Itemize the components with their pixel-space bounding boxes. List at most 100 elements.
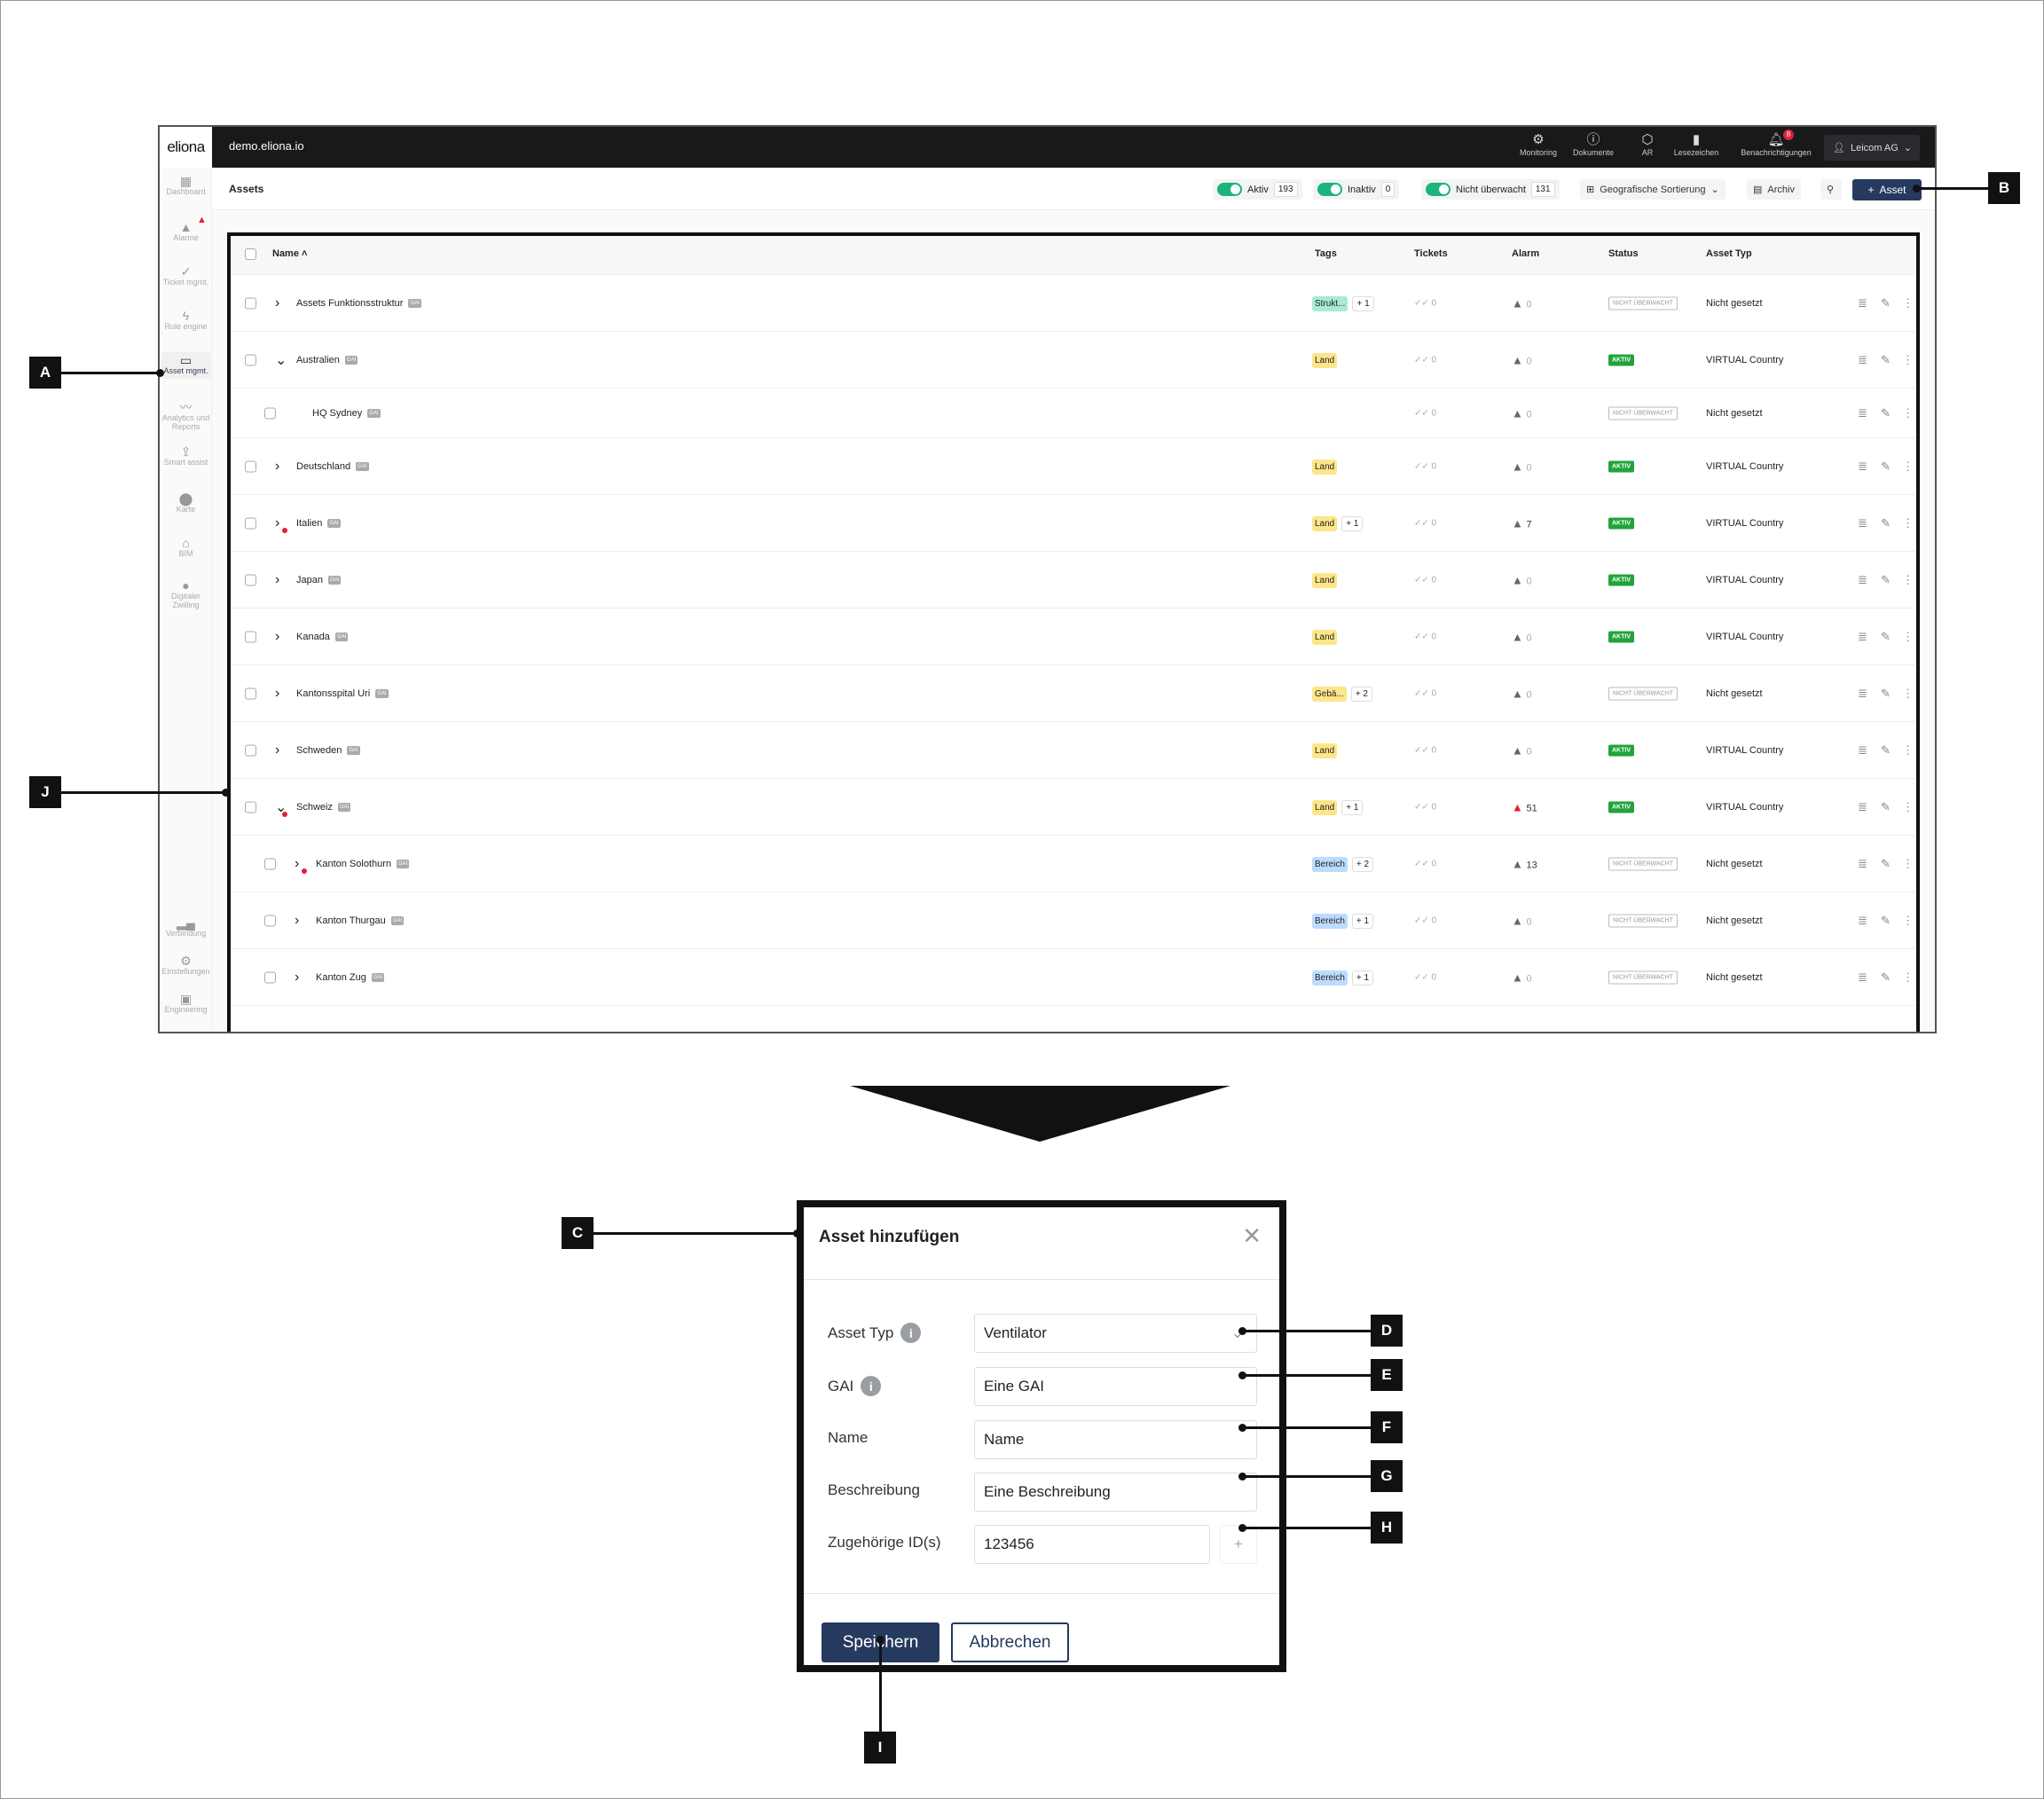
row-checkbox[interactable] — [245, 517, 256, 529]
alarm-cell[interactable]: ▲ 0 — [1512, 630, 1532, 643]
sidebar-item-alarme[interactable]: ▲▲Alarme — [161, 216, 210, 243]
asset-type-select[interactable]: Ventilator⌄ — [974, 1314, 1257, 1353]
row-checkbox[interactable] — [245, 574, 256, 585]
field-input-2[interactable]: Name — [974, 1420, 1257, 1459]
alarm-cell[interactable]: ▲ 0 — [1512, 914, 1532, 927]
chevron-right-icon[interactable]: › — [275, 685, 280, 701]
more-vert-icon[interactable]: ⋮ — [1902, 856, 1914, 870]
edit-icon[interactable]: ✎ — [1881, 405, 1891, 420]
more-vert-icon[interactable]: ⋮ — [1902, 572, 1914, 586]
list-icon[interactable]: ≣ — [1858, 913, 1867, 927]
list-icon[interactable]: ≣ — [1858, 856, 1867, 870]
edit-icon[interactable]: ✎ — [1881, 515, 1891, 530]
more-tags-dropdown[interactable]: + 1 — [1341, 799, 1364, 815]
row-checkbox[interactable] — [245, 297, 256, 309]
asset-name-text[interactable]: Kanton Thurgau — [316, 915, 386, 926]
user-menu[interactable]: 👤︎Leicom AG⌄ — [1824, 135, 1920, 161]
row-checkbox[interactable] — [264, 971, 276, 983]
tickets-cell[interactable]: ✓✓ 0 — [1414, 915, 1436, 925]
alarm-cell[interactable]: ▲ 0 — [1512, 687, 1532, 700]
field-input-1[interactable]: Eine GAI — [974, 1367, 1257, 1406]
toggle-switch[interactable] — [1217, 183, 1242, 196]
more-tags-dropdown[interactable]: + 1 — [1351, 913, 1374, 929]
list-icon[interactable]: ≣ — [1858, 799, 1867, 813]
alarm-cell[interactable]: ▲ 7 — [1512, 516, 1532, 530]
chevron-right-icon[interactable]: › — [295, 912, 300, 928]
alarm-cell[interactable]: ▲ 0 — [1512, 460, 1532, 473]
alarm-cell[interactable]: ▲ 0 — [1512, 573, 1532, 586]
tickets-cell[interactable]: ✓✓ 0 — [1414, 632, 1436, 641]
field-input-3[interactable]: Eine Beschreibung — [974, 1473, 1257, 1512]
alarm-cell[interactable]: ▲ 0 — [1512, 743, 1532, 757]
edit-icon[interactable]: ✎ — [1881, 913, 1891, 927]
sidebar-item-verbindung[interactable]: ▂▄Verbindung — [161, 916, 210, 938]
chevron-right-icon[interactable]: › — [275, 628, 280, 644]
toggle-switch[interactable] — [1426, 183, 1450, 196]
row-checkbox[interactable] — [264, 407, 276, 419]
asset-name-text[interactable]: Kanada — [296, 631, 330, 642]
list-icon[interactable]: ≣ — [1858, 459, 1867, 473]
chevron-down-icon[interactable]: ⌄ — [275, 799, 287, 815]
sidebar-item-engineering[interactable]: ▣Engineering — [161, 993, 210, 1014]
add-id-button[interactable]: + — [1220, 1525, 1257, 1564]
tickets-cell[interactable]: ✓✓ 0 — [1414, 859, 1436, 868]
alarm-cell[interactable]: ▲ 0 — [1512, 353, 1532, 366]
edit-icon[interactable]: ✎ — [1881, 295, 1891, 310]
more-tags-dropdown[interactable]: + 1 — [1341, 515, 1364, 531]
sort-dropdown[interactable]: ⊞Geografische Sortierung⌄ — [1580, 179, 1726, 200]
asset-name-text[interactable]: Kanton Solothurn — [316, 858, 392, 869]
list-icon[interactable]: ≣ — [1858, 405, 1867, 420]
save-button[interactable]: Speichern — [822, 1622, 939, 1662]
list-icon[interactable]: ≣ — [1858, 352, 1867, 366]
chevron-right-icon[interactable]: › — [275, 515, 280, 530]
asset-name-text[interactable]: Japan — [296, 574, 323, 585]
row-checkbox[interactable] — [245, 460, 256, 472]
add-asset-button[interactable]: +Asset — [1852, 179, 1922, 200]
row-checkbox[interactable] — [245, 801, 256, 813]
field-input-4[interactable]: 123456 — [974, 1525, 1210, 1564]
alarm-cell[interactable]: ▲ 13 — [1512, 857, 1537, 870]
row-checkbox[interactable] — [245, 631, 256, 642]
cancel-button[interactable]: Abbrechen — [951, 1622, 1069, 1662]
asset-name-text[interactable]: Schweden — [296, 744, 342, 756]
info-icon[interactable]: i — [861, 1376, 882, 1396]
tickets-cell[interactable]: ✓✓ 0 — [1414, 461, 1436, 471]
chevron-right-icon[interactable]: › — [275, 571, 280, 587]
more-tags-dropdown[interactable]: + 1 — [1351, 970, 1374, 986]
sidebar-item-bim[interactable]: ⌂BIM — [161, 537, 210, 558]
more-tags-dropdown[interactable]: + 1 — [1352, 295, 1374, 311]
edit-icon[interactable]: ✎ — [1881, 742, 1891, 757]
alarm-cell[interactable]: ▲ 51 — [1512, 800, 1537, 813]
monitoring-button[interactable]: ⚙Monitoring — [1510, 132, 1567, 157]
asset-name-text[interactable]: Assets Funktionsstruktur — [296, 297, 404, 309]
row-checkbox[interactable] — [264, 858, 276, 869]
asset-name-text[interactable]: Kanton Zug — [316, 971, 366, 983]
asset-name-text[interactable]: Schweiz — [296, 801, 333, 813]
sidebar-item-dashboard[interactable]: ▦Dashboard — [161, 175, 210, 196]
edit-icon[interactable]: ✎ — [1881, 686, 1891, 700]
chevron-down-icon[interactable]: ⌄ — [275, 352, 287, 368]
list-icon[interactable]: ≣ — [1858, 970, 1867, 984]
edit-icon[interactable]: ✎ — [1881, 799, 1891, 813]
archive-button[interactable]: ▤Archiv — [1747, 179, 1801, 200]
